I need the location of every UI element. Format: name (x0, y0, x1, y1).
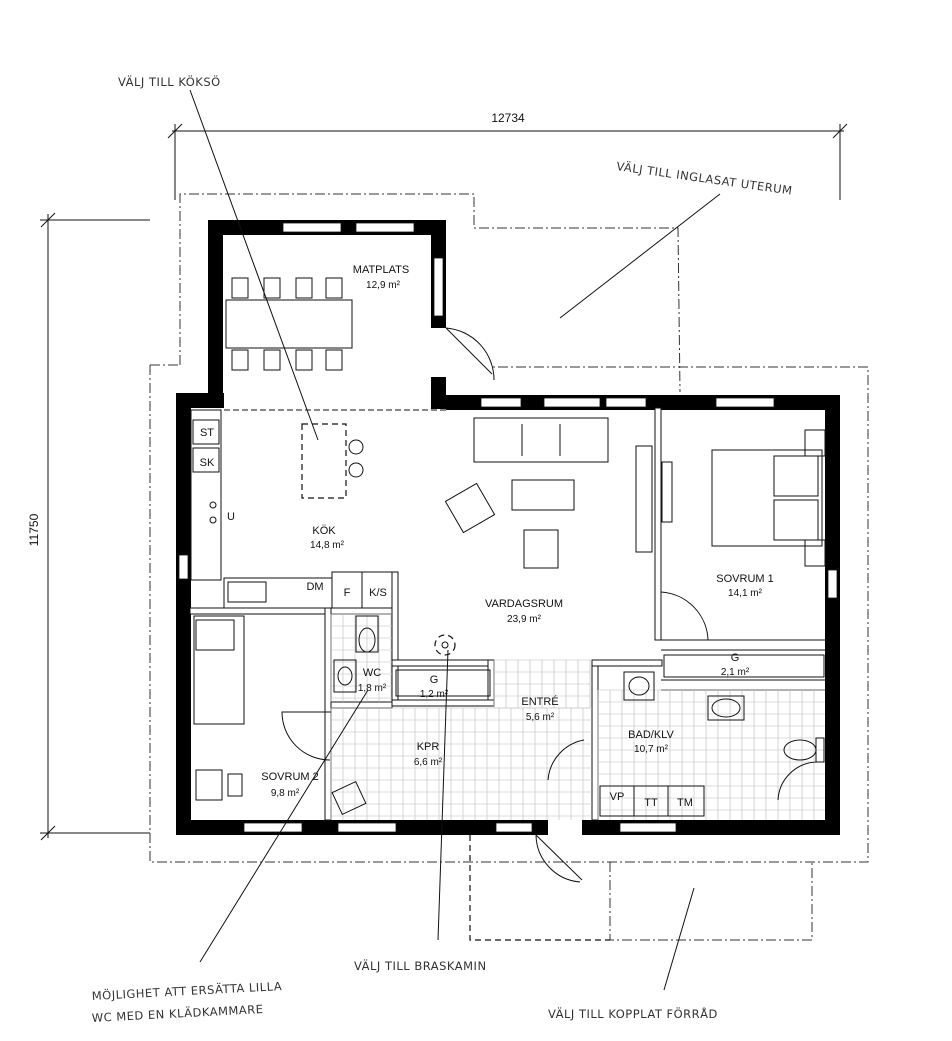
exterior-walls (176, 220, 840, 835)
label-vardagsrum: VARDAGSRUM (485, 598, 563, 610)
leader-lines (189, 89, 721, 991)
note-kladkammare-line-2: WC MED EN KLÄDKAMMARE (91, 1001, 263, 1025)
bed-sovrum-1 (711, 429, 826, 567)
label-matplats: MATPLATS (353, 264, 409, 276)
option-notes: VÄLJ TILL KÖKSÖ VÄLJ TILL INGLASAT UTERU… (91, 73, 793, 1025)
label-entre: ENTRÉ (521, 695, 558, 708)
label-sovrum-2: SOVRUM 2 (261, 771, 318, 783)
width-dimension: 12734 (491, 111, 525, 125)
area-kok: 14,8 m² (310, 540, 345, 551)
area-matplats: 12,9 m² (366, 280, 401, 291)
area-wc: 1,8 m² (358, 683, 387, 694)
label-tm: TM (677, 797, 693, 809)
room-labels: MATPLATS 12,9 m² KÖK 14,8 m² VARDAGSRUM … (261, 264, 773, 799)
area-g-sovrum: 2,1 m² (721, 667, 750, 678)
note-forrad: VÄLJ TILL KOPPLAT FÖRRÅD (548, 1005, 718, 1021)
note-kokso: VÄLJ TILL KÖKSÖ (118, 73, 221, 89)
fixture-labels: ST SK U DM F K/S VP TT TM (200, 427, 693, 809)
label-g-sovrum: G (731, 652, 740, 664)
label-wc: WC (363, 667, 381, 679)
label-f: F (344, 587, 351, 599)
label-ks: K/S (369, 587, 387, 599)
label-st: ST (200, 427, 214, 439)
area-vardagsrum: 23,9 m² (507, 614, 542, 625)
kitchen-counter (190, 409, 393, 609)
label-vp: VP (610, 791, 625, 803)
bath-fixtures (599, 671, 825, 817)
dimension-horizontal (167, 123, 848, 200)
label-sovrum-1: SOVRUM 1 (716, 573, 773, 585)
area-sovrum-1: 14,1 m² (728, 588, 763, 599)
label-dm: DM (306, 581, 323, 593)
area-sovrum-2: 9,8 m² (271, 788, 300, 799)
label-kpr: KPR (417, 741, 440, 753)
label-g-hall: G (430, 674, 439, 686)
dining-table (225, 277, 353, 371)
dimension-vertical (40, 212, 150, 841)
note-uterum: VÄLJ TILL INGLASAT UTERUM (616, 158, 794, 198)
note-kladkammare-line-1: MÖJLIGHET ATT ERSÄTTA LILLA (91, 977, 282, 1003)
option-outlines (149, 193, 869, 941)
wc-fixtures (333, 615, 379, 693)
door-swings (281, 327, 825, 883)
label-tt: TT (644, 797, 658, 809)
living-room-furniture (444, 417, 673, 569)
kitchen-island (301, 423, 364, 499)
area-kpr: 6,6 m² (414, 757, 443, 768)
area-g-hall: 1,2 m² (420, 689, 449, 700)
label-kok: KÖK (312, 525, 336, 537)
area-entre: 5,6 m² (526, 712, 555, 723)
tile-floor (330, 613, 825, 820)
bed-sovrum-2 (193, 615, 245, 801)
label-sk: SK (200, 457, 215, 469)
note-braskamin: VÄLJ TILL BRASKAMIN (354, 958, 487, 973)
height-dimension: 11750 (27, 513, 41, 546)
area-bad: 10,7 m² (634, 744, 669, 755)
label-bad: BAD/KLV (628, 729, 674, 741)
label-u: U (227, 511, 235, 523)
